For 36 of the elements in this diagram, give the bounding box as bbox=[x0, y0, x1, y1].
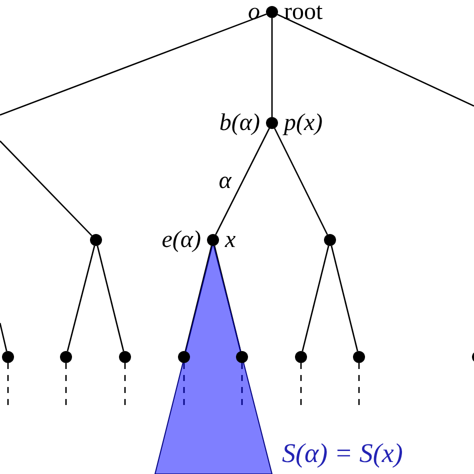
node-label: x bbox=[225, 228, 236, 252]
tree-edge bbox=[0, 13, 267, 116]
dashed-line bbox=[124, 363, 126, 407]
tree-edge bbox=[277, 14, 474, 107]
dashed-line bbox=[300, 363, 302, 407]
dashed-line bbox=[65, 363, 67, 407]
node-label: e(α) bbox=[162, 228, 201, 252]
tree-node-dot bbox=[324, 234, 336, 246]
edge-label: α bbox=[218, 169, 232, 193]
tree-node-dot bbox=[2, 351, 14, 363]
tree-node-dot bbox=[353, 351, 365, 363]
tree-edge bbox=[330, 246, 358, 352]
tree-edge bbox=[274, 128, 328, 235]
tree-edge bbox=[215, 128, 270, 235]
tree-node-dot bbox=[178, 351, 190, 363]
tree-node-dot bbox=[236, 351, 248, 363]
tree-edge bbox=[184, 246, 212, 352]
dashed-line bbox=[183, 363, 185, 407]
tree-node-dot bbox=[119, 351, 131, 363]
dashed-line bbox=[358, 363, 360, 407]
tree-edge bbox=[96, 246, 124, 352]
node-label: p(x) bbox=[284, 111, 323, 135]
dashed-line bbox=[7, 363, 9, 407]
node-label: b(α) bbox=[219, 111, 260, 135]
dashed-line bbox=[241, 363, 243, 407]
tree-edge bbox=[271, 18, 273, 117]
tree-edge bbox=[66, 246, 96, 352]
tree-node-dot bbox=[60, 351, 72, 363]
tree-edge bbox=[0, 140, 92, 236]
tree-edge bbox=[214, 246, 242, 352]
tree-edge bbox=[302, 246, 330, 352]
subtree-label: S(α) = S(x) bbox=[282, 440, 403, 467]
tree-node-dot bbox=[90, 234, 102, 246]
tree-edge bbox=[0, 322, 8, 352]
node-label: root bbox=[284, 0, 323, 24]
tree-node-dot bbox=[295, 351, 307, 363]
